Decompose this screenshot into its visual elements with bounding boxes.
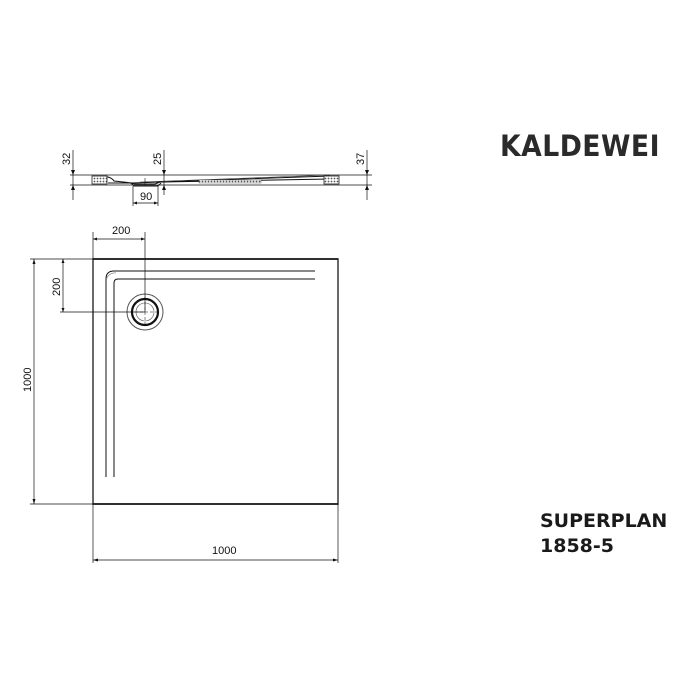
right-foot (323, 175, 340, 185)
brand-logo: KALDEWEI (500, 129, 660, 163)
dim-left-height: 32 (61, 153, 73, 165)
dim-drain-width: 90 (140, 191, 152, 203)
dim-width: 1000 (212, 545, 236, 557)
dim-drain-offset-x: 200 (112, 225, 130, 237)
dim-height: 1000 (22, 368, 34, 392)
dim-drain-height: 25 (152, 153, 164, 165)
tray-outline (92, 258, 339, 505)
left-foot (91, 175, 108, 185)
plan-view: 200 200 1000 1000 (22, 225, 339, 563)
dim-drain-offset-y: 200 (51, 278, 63, 296)
product-code: 1858-5 (540, 535, 614, 557)
section-view: 32 25 37 90 (61, 150, 372, 206)
dim-right-height: 37 (355, 153, 367, 165)
product-series: SUPERPLAN (540, 510, 668, 532)
